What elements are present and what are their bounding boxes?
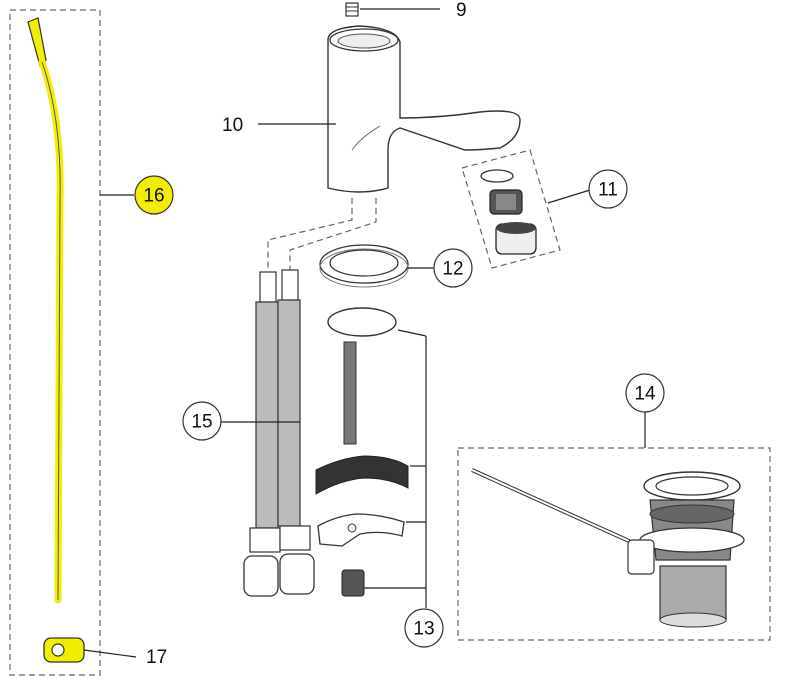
part-label-11-circle [588, 169, 628, 209]
part-label-14: 14 [634, 384, 656, 405]
part-12-base-gasket [319, 244, 434, 288]
group-box-14 [457, 447, 771, 641]
part-label-15: 15 [191, 412, 212, 433]
part-label-14-circle [625, 373, 665, 413]
part-label-17: 17 [146, 647, 167, 668]
part-10-spout-body [258, 25, 521, 193]
part-15-flexible-hoses [220, 269, 315, 597]
part-label-15-circle [182, 401, 222, 441]
part-9-grub-screw [345, 2, 440, 17]
part-14-pop-up-waste [471, 468, 745, 628]
part-label-12-circle [433, 248, 473, 288]
part-label-11: 11 [598, 180, 618, 201]
part-label-13: 13 [413, 619, 434, 640]
part-label-16: 16 [143, 186, 164, 207]
part-label-9: 9 [456, 0, 467, 21]
part-label-12: 12 [442, 259, 463, 280]
dashed-connection-spout-hoses [267, 198, 377, 272]
part-11-aerator-set [461, 149, 591, 269]
part-13-fixing-kit [315, 307, 427, 608]
part-label-10: 10 [222, 115, 243, 136]
part-17-barrel-connector [43, 637, 137, 663]
part-label-16-circle [134, 175, 174, 215]
group-box-16-17 [9, 9, 101, 676]
part-16-lift-rod [27, 17, 64, 604]
part-label-13-circle [404, 608, 444, 648]
